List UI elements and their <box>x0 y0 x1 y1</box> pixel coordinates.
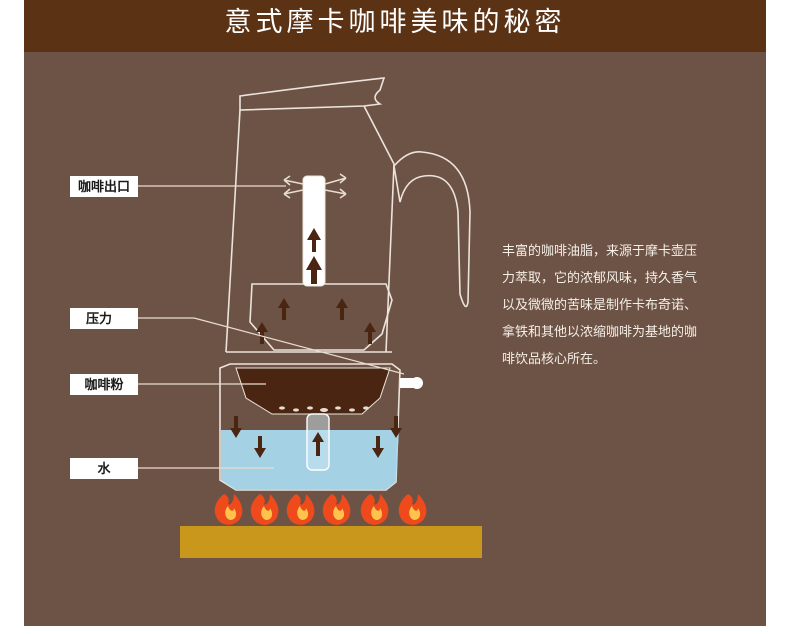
stove-plate <box>180 526 482 558</box>
leader-lines <box>138 185 405 469</box>
down-arrow <box>390 416 402 438</box>
moka-pot-diagram: 咖啡出口 压力 咖啡粉 水 <box>70 77 482 558</box>
infographic: 意式摩卡咖啡美味的秘密 <box>24 0 766 626</box>
flow-arrows <box>230 228 402 458</box>
up-arrow <box>364 322 376 344</box>
outlet-side-arrow-right <box>324 173 347 199</box>
filter-funnel-outline <box>249 283 393 351</box>
label-pressure: 压力 <box>86 311 112 327</box>
description-line: 啡饮品核心所在。 <box>502 352 607 367</box>
flame-icon <box>360 494 389 525</box>
pot-lid-outline <box>239 77 386 111</box>
up-arrow <box>278 298 290 320</box>
description-line: 以及微微的苦味是制作卡布奇诺、 <box>502 298 698 313</box>
callout-water: 水 <box>70 458 138 479</box>
callout-powder: 咖啡粉 <box>70 374 138 395</box>
callout-outlet: 咖啡出口 <box>70 176 138 197</box>
flame-icon <box>322 494 351 525</box>
up-arrow <box>307 228 321 252</box>
up-arrow <box>256 322 268 344</box>
description-line: 丰富的咖啡油脂，来源于摩卡壶压 <box>502 244 698 259</box>
flame-icon <box>286 494 315 525</box>
label-coffee-powder: 咖啡粉 <box>84 377 123 393</box>
coffee-grounds <box>235 367 391 415</box>
page-title: 意式摩卡咖啡美味的秘密 <box>224 7 566 38</box>
safety-valve <box>400 377 423 389</box>
burner-flames <box>214 494 427 525</box>
label-coffee-outlet: 咖啡出口 <box>78 179 130 195</box>
outlet-side-arrow-left <box>283 175 304 199</box>
diagram-panel: 咖啡出口 压力 咖啡粉 水 丰富的咖啡油脂，来源于摩卡壶压 力萃取，它的浓郁风味… <box>24 52 766 626</box>
header-bar: 意式摩卡咖啡美味的秘密 <box>24 0 766 52</box>
up-arrow <box>306 256 322 284</box>
pot-handle <box>393 150 471 308</box>
label-water: 水 <box>97 461 111 477</box>
description-text: 丰富的咖啡油脂，来源于摩卡壶压 力萃取，它的浓郁风味，持久香气 以及微微的苦味是… <box>502 238 738 373</box>
callout-pressure: 压力 <box>70 308 138 329</box>
down-arrow <box>372 436 384 458</box>
flame-icon <box>398 494 427 525</box>
flame-icon <box>250 494 279 525</box>
filter-holes <box>279 406 369 412</box>
down-arrow <box>230 416 242 438</box>
flame-icon <box>214 494 243 525</box>
description-line: 力萃取，它的浓郁风味，持久香气 <box>502 271 698 286</box>
description-line: 拿铁和其他以浓缩咖啡为基地的咖 <box>502 325 698 340</box>
up-arrow <box>336 298 348 320</box>
down-arrow <box>254 436 266 458</box>
up-arrow <box>312 432 324 456</box>
